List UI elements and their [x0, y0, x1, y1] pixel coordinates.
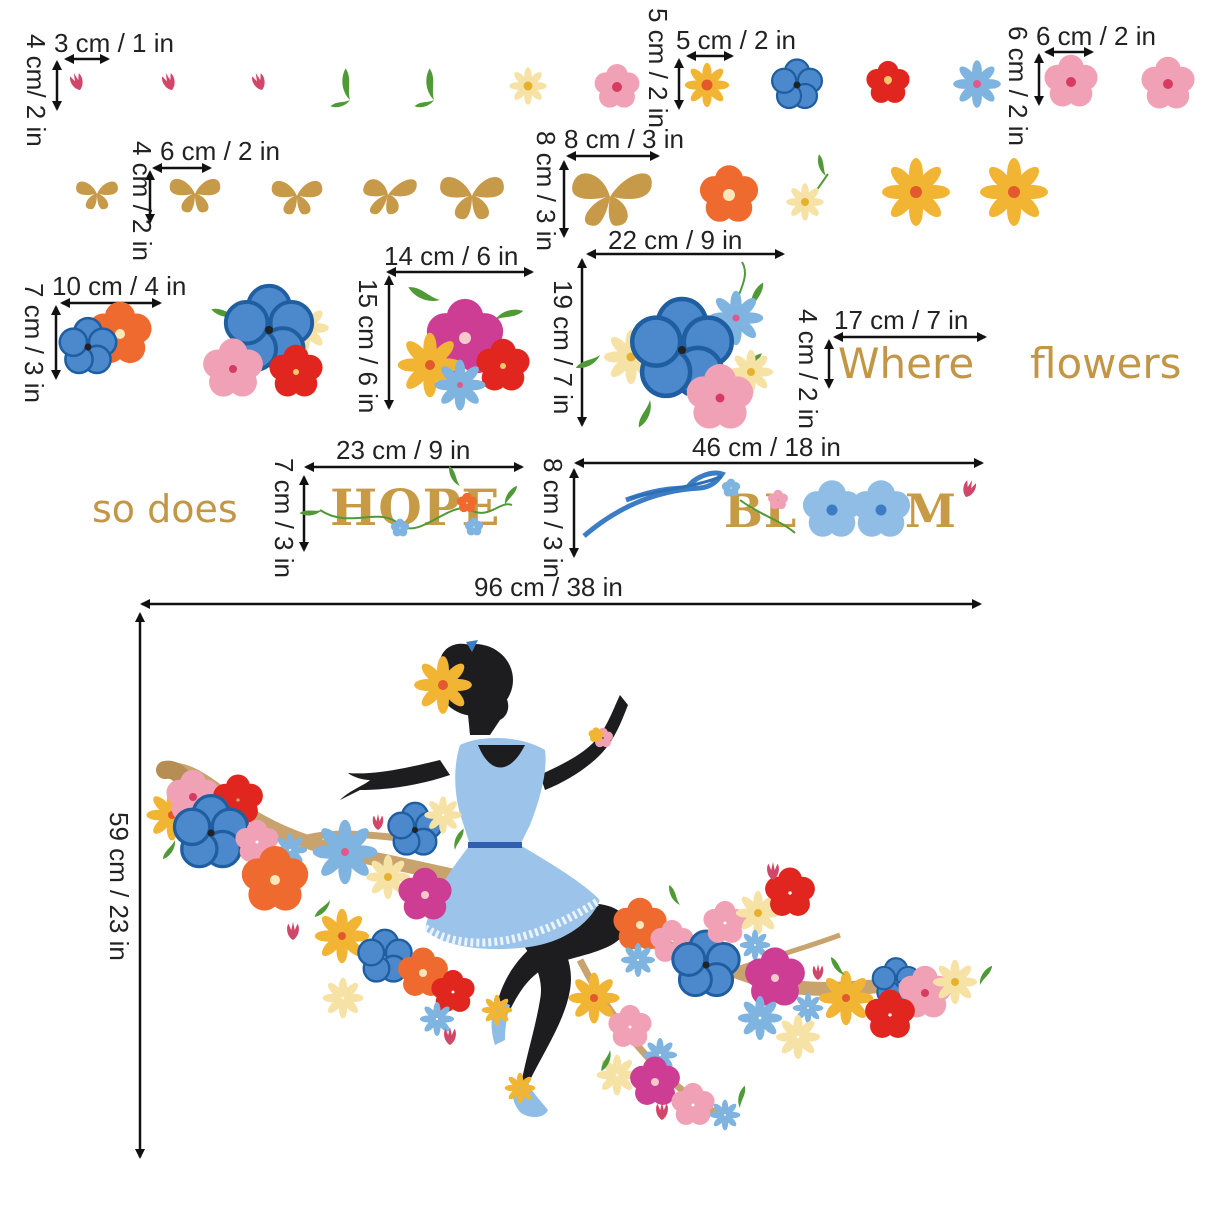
pair-width-label: 10 cm / 4 in [52, 271, 187, 301]
bloom-width-label: 46 cm / 18 in [692, 432, 841, 462]
pair-height-label: 7 cm / 3 in [19, 283, 49, 403]
cluster-height-label: 15 cm / 6 in [353, 279, 383, 414]
vine-height-label: 19 cm / 7 in [548, 280, 578, 415]
quote-so-does: so does [92, 487, 238, 531]
bloom-height-label: 8 cm / 3 in [538, 458, 568, 578]
where-height-label: 4 cm / 2 in [793, 309, 823, 429]
blossom-height-label: 6 cm / 2 in [1003, 26, 1033, 146]
girl-height-label: 59 cm / 23 in [104, 812, 134, 961]
where-width-label: 17 cm / 7 in [834, 305, 969, 335]
blossom-width-label: 6 cm / 2 in [1036, 21, 1156, 51]
quote-where: Where [838, 339, 975, 388]
quote-hope: HOPE [330, 478, 501, 537]
butterfly-small-height-label: 4 cm / 2 in [127, 141, 157, 261]
hope-height-label: 7 cm / 3 in [269, 458, 299, 578]
petal-height-label: 4 cm/ 2 in [21, 34, 51, 147]
cluster-width-label: 14 cm / 6 in [384, 241, 519, 271]
butterfly-large-width-label: 8 cm / 3 in [564, 124, 684, 154]
quote-bloom-m: M [905, 484, 957, 538]
quote-bloom-bl: BL [724, 484, 798, 538]
vine-width-label: 22 cm / 9 in [608, 225, 743, 255]
small-flower-height-label: 5 cm / 2 in [643, 8, 673, 128]
hope-width-label: 23 cm / 9 in [336, 435, 471, 465]
petal-width-label: 3 cm / 1 in [54, 28, 174, 58]
girl-width-label: 96 cm / 38 in [474, 572, 623, 602]
butterfly-large-height-label: 8 cm / 3 in [531, 131, 561, 251]
quote-flowers: flowers [1030, 339, 1182, 388]
small-flower-width-label: 5 cm / 2 in [676, 25, 796, 55]
butterfly-small-width-label: 6 cm / 2 in [160, 136, 280, 166]
